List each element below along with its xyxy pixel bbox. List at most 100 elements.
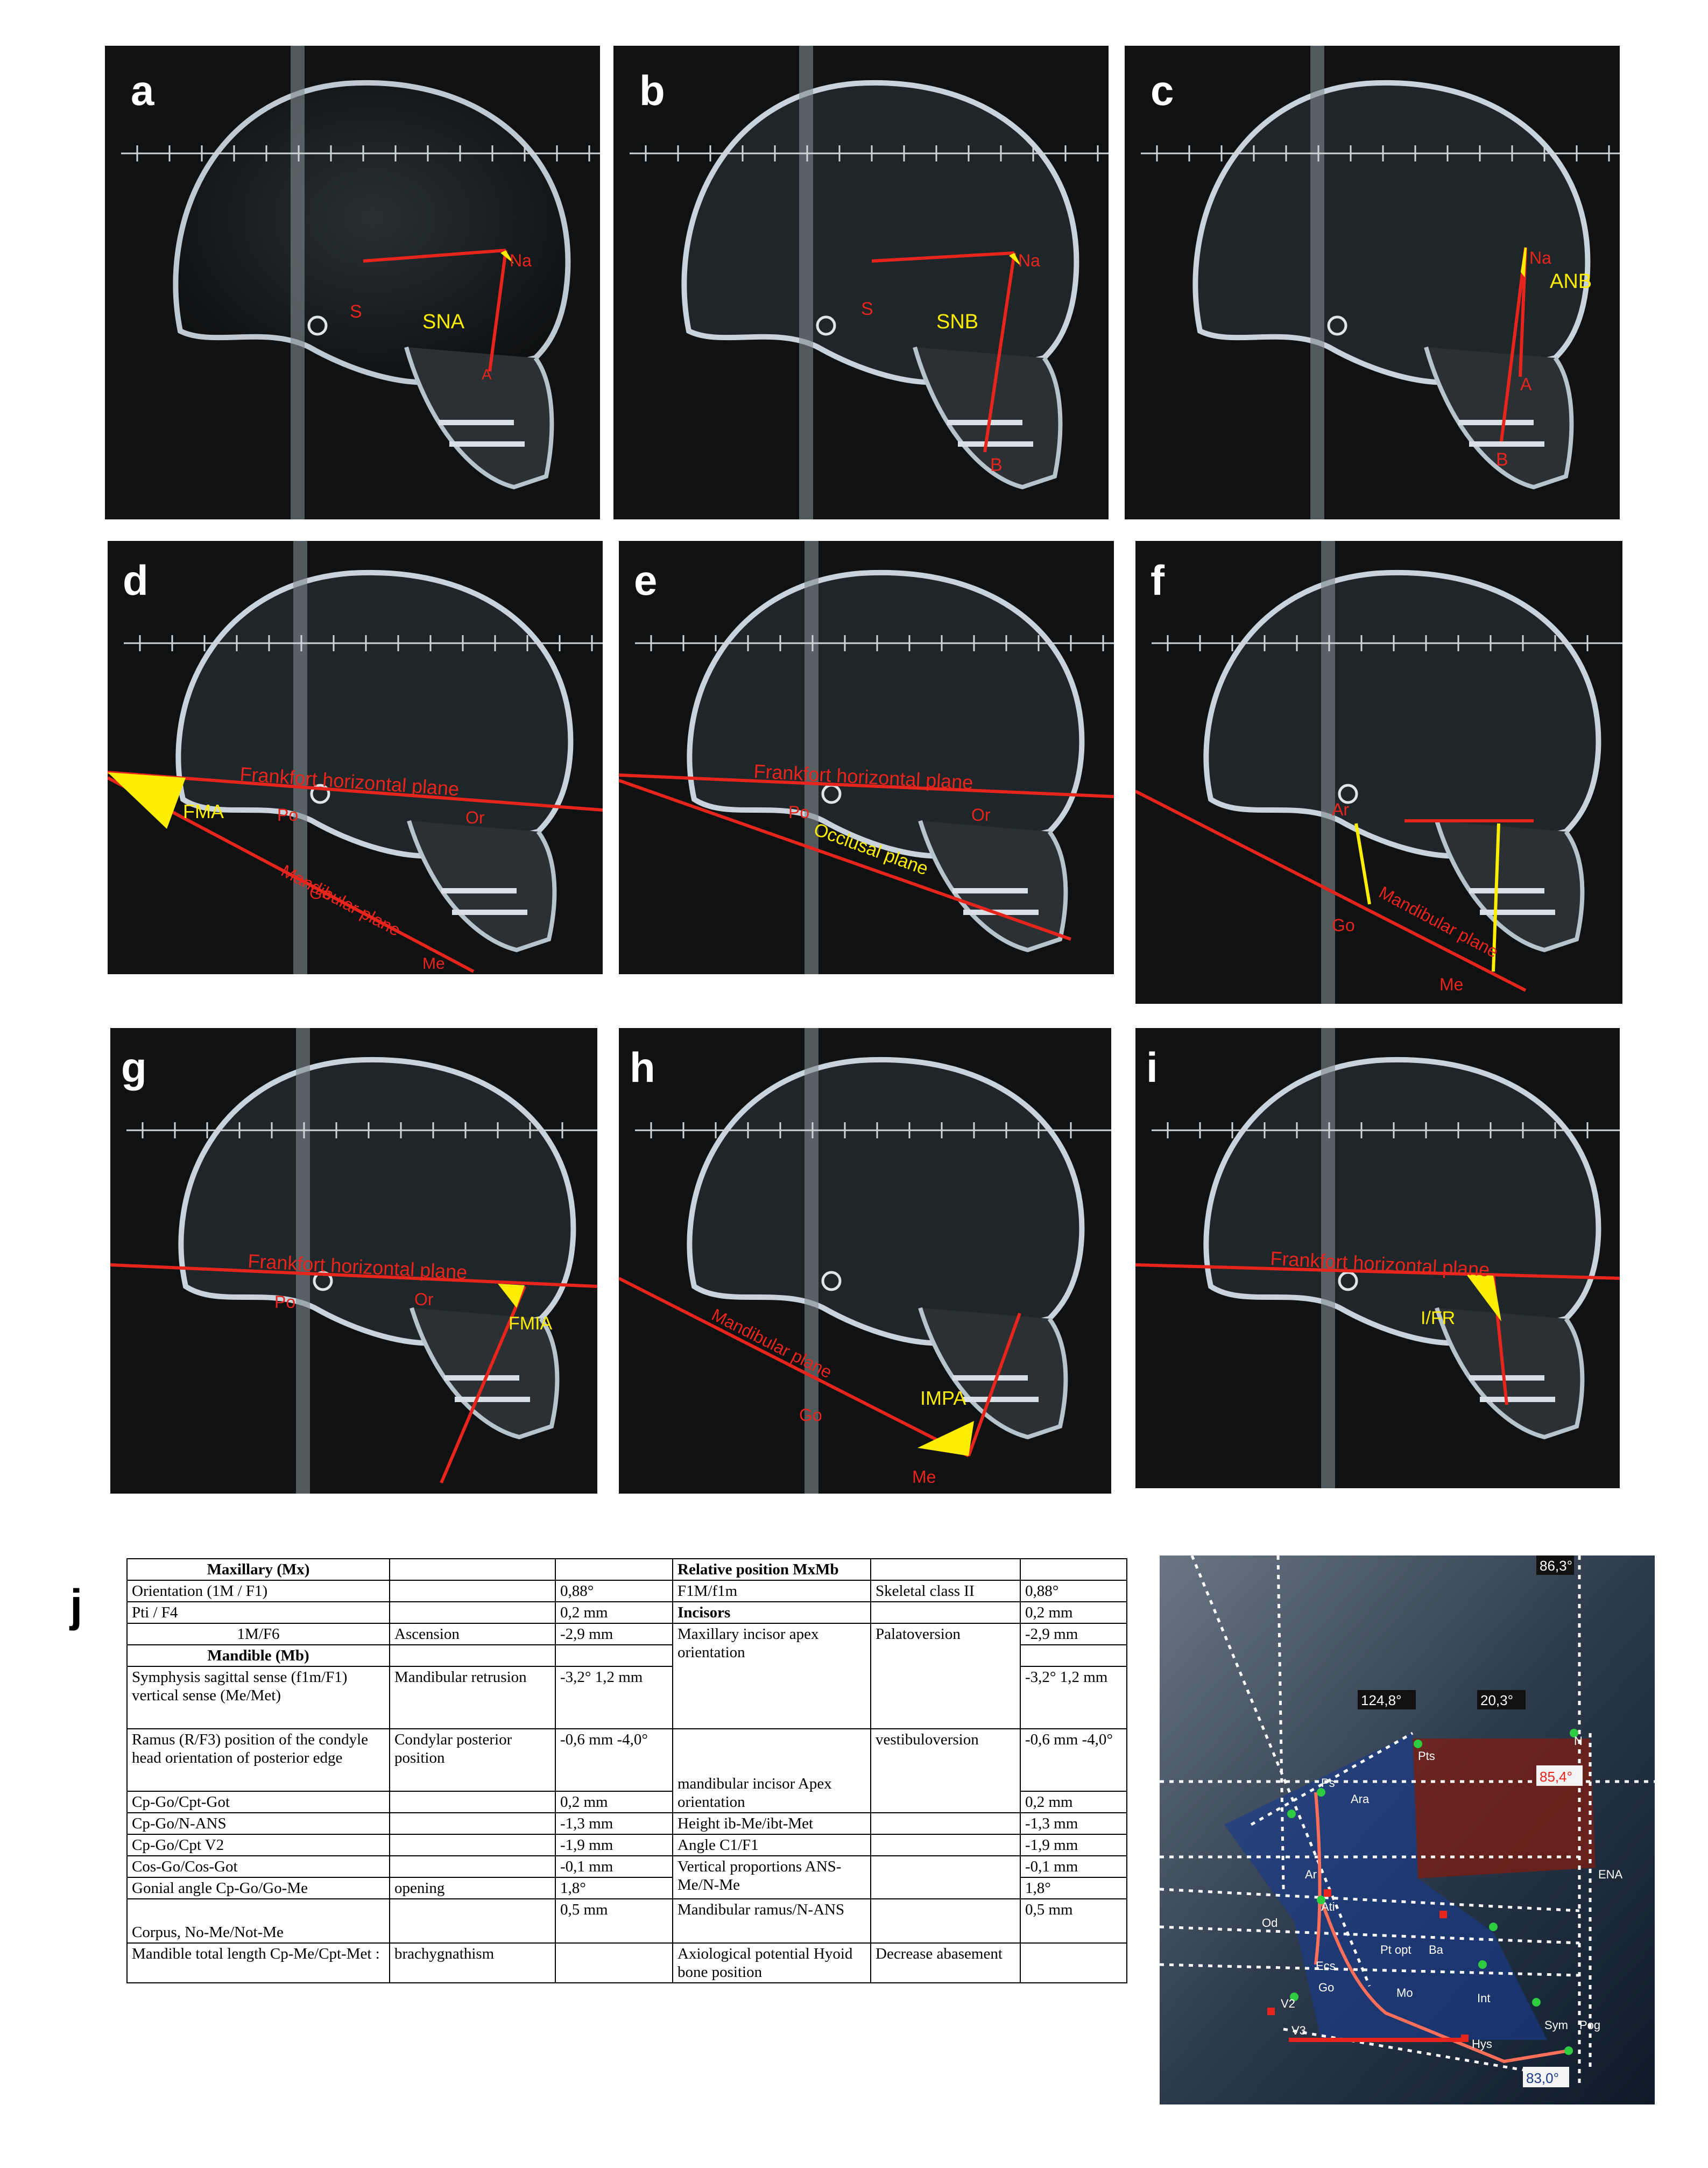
table-row: Ramus (R/F3) position of the condyle hea… <box>126 1728 1127 1813</box>
panel-g: g Frankfort horizontal plane Po Or FMIA <box>110 1028 597 1494</box>
angle-value: 85,4° <box>1540 1769 1572 1785</box>
landmark-label: Go <box>1318 1981 1334 1994</box>
xray-skull-f: f Ar Go Mandibular plane Me <box>1135 541 1622 1004</box>
xray-skull-a: a SNA S Na A <box>105 46 600 519</box>
table-row: Cp-Go/N-ANS -1,3 mm Height ib-Me/ibt-Met… <box>126 1812 1127 1835</box>
table-cell: 0,88° <box>1020 1580 1127 1602</box>
angle-value: 83,0° <box>1526 2070 1559 2086</box>
label-a: A <box>1520 375 1532 394</box>
table-cell: brachygnathism <box>389 1942 556 1983</box>
label-go: Go <box>1332 916 1355 935</box>
angle-value: 124,8° <box>1361 1692 1401 1708</box>
panel-letter: d <box>123 557 149 604</box>
angle-value: 86,3° <box>1540 1558 1572 1574</box>
table-cell: -1,9 mm <box>1020 1834 1127 1856</box>
table-row: 1M/F6 Ascension -2,9 mm Maxillary inciso… <box>126 1623 1127 1729</box>
landmark-label: Mo <box>1396 1986 1413 2000</box>
label-i-fr: I/FR <box>1421 1308 1455 1328</box>
panel-letter: f <box>1151 557 1165 604</box>
label-po: Po <box>788 803 809 822</box>
table-cell: Ascension <box>389 1623 556 1645</box>
landmark-label: Ps <box>1321 1776 1335 1790</box>
table-cell: -2,9 mm <box>1020 1623 1127 1645</box>
table-cell <box>870 1601 1021 1624</box>
table-cell: -1,3 mm <box>555 1812 673 1835</box>
table-cell: Cp-Go/Cpt V2 <box>126 1834 390 1856</box>
table-cell: Skeletal class II <box>870 1580 1021 1602</box>
table-cell <box>389 1580 556 1602</box>
table-cell: Cos-Go/Cos-Got <box>126 1855 390 1878</box>
ceph-tracing-svg: 86,3° 124,8° 20,3° 85,4° 83,0° N Pts ENA… <box>1160 1555 1655 2104</box>
table-cell: Axiological potential Hyoid bone positio… <box>672 1942 871 1983</box>
table-row: Symphysis sagittal sense (f1m/F1) vertic… <box>126 1666 1127 1729</box>
label-po: Po <box>277 805 298 825</box>
table-row: Cp-Go/Cpt-Got 0,2 mm 0,2 mm <box>126 1791 1127 1813</box>
table-cell: -3,2° 1,2 mm <box>555 1666 673 1729</box>
xray-skull-h: h Mandibular plane Go IMPA Me <box>619 1028 1111 1494</box>
table-cell: vestibuloversion <box>870 1728 1021 1813</box>
table-cell: 1,8° <box>1020 1877 1127 1899</box>
landmark-label: Sym <box>1544 2018 1568 2032</box>
panel-letter: h <box>630 1044 655 1091</box>
table-cell: -0,1 mm <box>1020 1855 1127 1878</box>
landmark-label: Pog <box>1579 2018 1600 2032</box>
xray-skull-g: g Frankfort horizontal plane Po Or FMIA <box>110 1028 597 1494</box>
landmark-label: Pts <box>1418 1749 1435 1763</box>
table-cell <box>389 1601 556 1624</box>
table-cell <box>870 1812 1021 1835</box>
table-cell <box>389 1558 556 1581</box>
table-row: Pti / F4 0,2 mm Incisors 0,2 mm <box>126 1601 1127 1624</box>
cephalometric-table: Maxillary (Mx) Relative position MxMb Or… <box>126 1558 1127 1983</box>
label-go: Go <box>799 1405 822 1425</box>
table-cell <box>1020 1942 1127 1983</box>
landmark-label: N <box>1574 1734 1583 1748</box>
label-a: A <box>482 366 492 383</box>
table-cell <box>870 1855 1021 1899</box>
table-cell <box>870 1558 1021 1581</box>
panel-letter: a <box>131 67 154 114</box>
table-cell: Orientation (1M / F1) <box>126 1580 390 1602</box>
table-cell <box>555 1558 673 1581</box>
table-cell: -3,2° 1,2 mm <box>1020 1666 1127 1729</box>
table-cell: Relative position MxMb <box>672 1558 871 1581</box>
table-cell: -0,6 mm -4,0° <box>555 1728 673 1792</box>
panel-h: h Mandibular plane Go IMPA Me <box>619 1028 1111 1494</box>
label-go: Go <box>309 885 331 903</box>
panel-b: b SNB S Na B <box>613 46 1109 519</box>
table-cell <box>555 1644 673 1667</box>
table-cell: Cp-Go/Cpt-Got <box>126 1791 390 1813</box>
panel-letter: i <box>1146 1044 1158 1091</box>
table-cell: 0,2 mm <box>555 1601 673 1624</box>
table-cell: 0,5 mm <box>555 1898 673 1944</box>
table-cell <box>1020 1558 1127 1581</box>
table-cell: mandibular incisor Apex orientation <box>672 1728 871 1813</box>
label-po: Po <box>274 1292 295 1312</box>
table-cell: 1,8° <box>555 1877 673 1899</box>
table-cell: Decrease abasement <box>870 1942 1021 1983</box>
label-fma: FMA <box>183 800 224 822</box>
table-cell: Vertical proportions ANS-Me/N-Me <box>672 1855 871 1899</box>
table-cell: Palatoversion <box>870 1623 1021 1729</box>
label-impa: IMPA <box>920 1387 966 1409</box>
landmark-label: Ati <box>1321 1900 1335 1913</box>
landmark-label: V2 <box>1281 1997 1295 2010</box>
table-cell <box>389 1812 556 1835</box>
table-cell: 1M/F6 <box>126 1623 390 1645</box>
landmark-label: ENA <box>1598 1868 1623 1881</box>
panel-e: e Frankfort horizontal plane Po Or Occlu… <box>619 541 1114 974</box>
panel-letter: b <box>639 67 665 114</box>
landmark-label: V3 <box>1291 2024 1306 2037</box>
table-row: Maxillary (Mx) Relative position MxMb <box>126 1558 1127 1581</box>
panel-d: d Frankfort horizontal plane FMA Po Or M… <box>108 541 603 974</box>
table-cell: Mandibular retrusion <box>389 1666 556 1729</box>
label-sna: SNA <box>422 311 465 333</box>
table-cell: -1,3 mm <box>1020 1812 1127 1835</box>
table-cell: -0,6 mm -4,0° <box>1020 1728 1127 1792</box>
panel-c: c ANB Na A B <box>1125 46 1620 519</box>
table-cell: Height ib-Me/ibt-Met <box>672 1812 871 1835</box>
table-cell: 0,2 mm <box>555 1791 673 1813</box>
landmark-label: Od <box>1262 1916 1278 1930</box>
panel-f: f Ar Go Mandibular plane Me <box>1135 541 1622 1004</box>
label-s: S <box>861 299 873 319</box>
label-na: Na <box>1018 251 1040 270</box>
